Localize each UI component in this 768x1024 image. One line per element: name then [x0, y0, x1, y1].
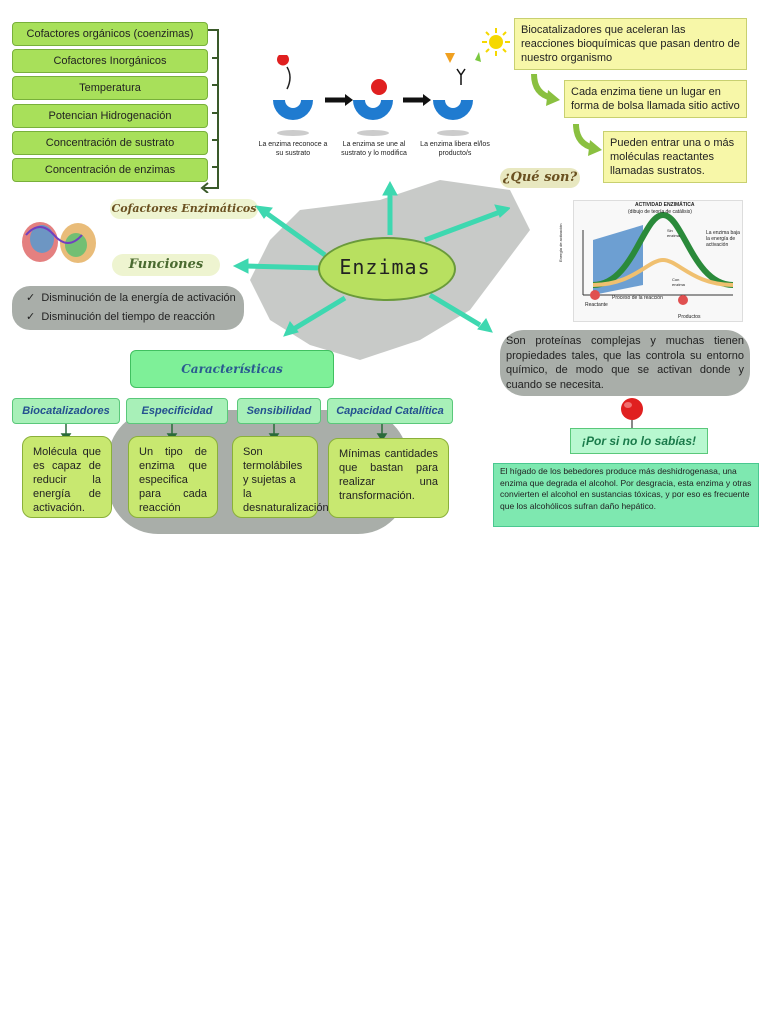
enzyme-steps-illustration	[273, 52, 481, 136]
definition-box: Biocatalizadores que aceleran las reacci…	[514, 18, 747, 70]
curved-arrow-icon	[531, 73, 560, 106]
caracteristica-body: Molécula que es capaz de reducir la ener…	[22, 436, 112, 518]
graph-note: La enzima baja la energía de activación	[706, 230, 740, 248]
check-icon: ✓	[26, 292, 42, 304]
caracteristica-head: Especificidad	[126, 398, 228, 424]
graph-label-reactant: Reactante	[585, 302, 608, 308]
funciones-text: Disminución del tiempo de reacción	[41, 311, 215, 323]
sun-icon	[482, 28, 510, 56]
graph-y-axis: Energía de activación	[558, 223, 563, 262]
center-title: Enzimas	[339, 255, 431, 279]
definition-box: Cada enzima tiene un lugar en forma de b…	[564, 80, 747, 118]
caracteristica-head: Biocatalizadores	[12, 398, 120, 424]
proteins-background	[500, 330, 750, 396]
graph-label-sin: Sin enzima	[667, 228, 680, 238]
cofactors-bracket	[200, 29, 219, 193]
cofactor-item: Concentración de enzimas	[12, 158, 208, 182]
caracteristica-head: Capacidad Catalítica	[327, 398, 453, 424]
graph-label-progress: Proceso de la reacción	[612, 295, 663, 301]
cofactor-item: Potencian Hidrogenación	[12, 104, 208, 128]
graph-subtitle: (dibujo de teoría de catálisis)	[628, 209, 692, 215]
pin-icon	[621, 398, 643, 430]
caracteristica-body: Un tipo de enzima que especifica para ca…	[128, 436, 218, 518]
curved-arrow-icon	[573, 123, 602, 156]
graph-title: ACTIVIDAD ENZIMÁTICA	[635, 202, 695, 208]
center-arrows	[232, 180, 510, 337]
graph-label-product: Productos	[678, 314, 701, 320]
check-icon: ✓	[26, 311, 42, 323]
funciones-item: ✓ Disminución de la energía de activació…	[26, 291, 236, 304]
step-caption: La enzima reconoce a su sustrato	[258, 141, 328, 157]
caracteristicas-title: Características	[130, 350, 334, 388]
funciones-item: ✓ Disminución del tiempo de reacción	[26, 310, 215, 323]
activity-graph-drawing	[582, 211, 734, 305]
caracteristica-body: Mínimas cantidades que bastan para reali…	[328, 438, 449, 518]
proteins-text: Son proteínas complejas y muchas tienen …	[506, 335, 744, 391]
funciones-title: Funciones	[112, 254, 220, 276]
cofactor-item: Cofactores orgánicos (coenzimas)	[12, 22, 208, 46]
funciones-background	[12, 286, 244, 330]
que-son-title: ¿Qué son?	[500, 168, 580, 188]
cofactor-item: Temperatura	[12, 76, 208, 100]
sabias-title: ¡Por si no lo sabías!	[570, 428, 708, 454]
step-caption: La enzima libera el/los producto/s	[420, 141, 490, 157]
cofactor-item: Cofactores Inorgánicos	[12, 49, 208, 73]
sabias-text: El hígado de los bebedores produce más d…	[500, 466, 752, 511]
step-caption: La enzima se une al sustrato y lo modifi…	[341, 141, 407, 157]
funciones-text: Disminución de la energía de activación	[41, 292, 236, 304]
cofactor-item: Concentración de sustrato	[12, 131, 208, 155]
protein-structure-image	[22, 222, 96, 263]
center-node	[318, 237, 456, 301]
sabias-text-box	[493, 463, 759, 527]
definition-box: Pueden entrar una o más moléculas reacta…	[603, 131, 747, 183]
cofactores-title: Cofactores Enzimáticos	[110, 199, 258, 219]
caracteristica-head: Sensibilidad	[237, 398, 321, 424]
graph-label-con: Con enzima	[672, 277, 685, 287]
caracteristica-body: Son termolábiles y sujetas a la desnatur…	[232, 436, 332, 518]
